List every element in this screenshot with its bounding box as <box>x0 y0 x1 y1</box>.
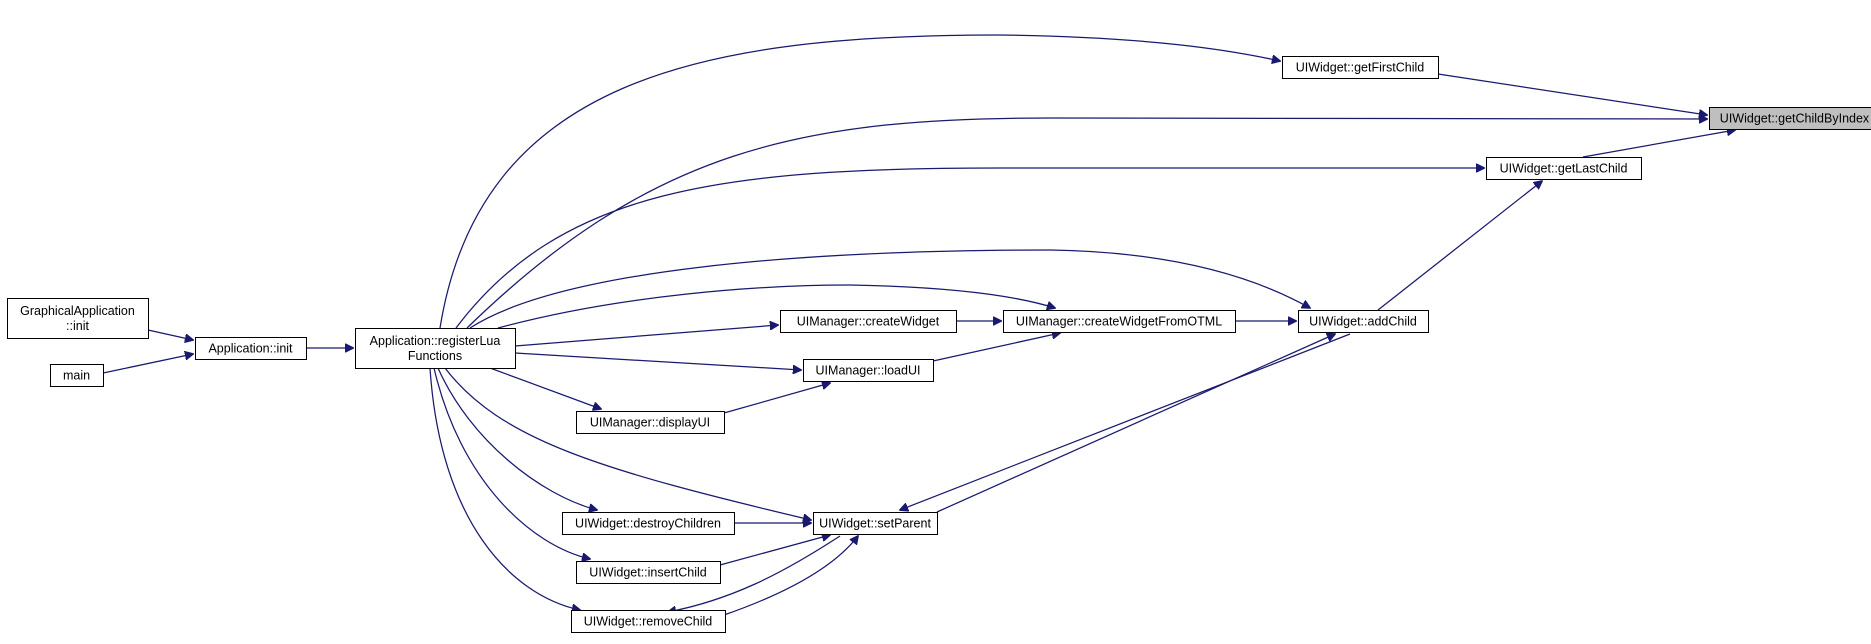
node-getFirstChild[interactable]: UIWidget::getFirstChild <box>1282 56 1439 79</box>
node-label: GraphicalApplication <box>20 304 135 318</box>
edge-loadUI-to-createWidgetFromOTML <box>932 333 1060 362</box>
node-box <box>1298 310 1429 333</box>
node-label: UIWidget::getLastChild <box>1500 162 1628 176</box>
node-getLastChild[interactable]: UIWidget::getLastChild <box>1486 157 1642 180</box>
node-gfxInit[interactable]: GraphicalApplication::init <box>7 298 149 339</box>
node-box <box>50 364 104 387</box>
node-box <box>780 310 957 333</box>
edge-registerLuaFunctions-to-createWidget <box>514 325 778 347</box>
node-box <box>576 561 721 584</box>
edge-registerLuaFunctions-to-setParent <box>444 367 811 520</box>
edges-layer <box>102 34 1735 616</box>
node-box <box>576 411 725 434</box>
node-label: ::init <box>66 319 89 333</box>
node-loadUI[interactable]: UIManager::loadUI <box>803 359 934 382</box>
node-box <box>803 359 934 382</box>
edge-registerLuaFunctions-to-getChildByIndex <box>466 118 1707 329</box>
edge-registerLuaFunctions-to-getFirstChild <box>439 34 1280 329</box>
edge-setParent-to-removeChild <box>668 535 841 612</box>
node-label: UIWidget::getFirstChild <box>1296 61 1425 75</box>
node-destroyChildren[interactable]: UIWidget::destroyChildren <box>562 512 735 535</box>
node-removeChild[interactable]: UIWidget::removeChild <box>571 610 726 633</box>
edge-registerLuaFunctions-to-getLastChild <box>455 168 1484 329</box>
edge-registerLuaFunctions-to-displayUI <box>489 367 601 409</box>
node-box <box>813 512 938 535</box>
node-label: UIManager::createWidgetFromOTML <box>1016 315 1222 329</box>
node-getChildByIndex[interactable]: UIWidget::getChildByIndex <box>1709 107 1871 130</box>
node-addChild[interactable]: UIWidget::addChild <box>1298 310 1429 333</box>
node-label: UIWidget::insertChild <box>589 566 706 580</box>
node-box <box>7 298 149 339</box>
node-label: UIWidget::removeChild <box>584 615 713 629</box>
edge-registerLuaFunctions-to-removeChild <box>429 367 580 610</box>
edge-setParent-to-addChild <box>936 334 1335 513</box>
edge-registerLuaFunctions-to-loadUI <box>514 352 801 370</box>
node-box <box>195 337 307 360</box>
node-label: Application::init <box>208 342 293 356</box>
edge-registerLuaFunctions-to-insertChild <box>433 367 590 559</box>
node-main[interactable]: main <box>50 364 104 387</box>
edge-registerLuaFunctions-to-createWidgetFromOTML <box>497 284 1055 329</box>
node-label: UIWidget::getChildByIndex <box>1720 112 1870 126</box>
node-label: Functions <box>408 349 462 363</box>
edge-removeChild-to-setParent <box>723 536 858 616</box>
edge-registerLuaFunctions-to-destroyChildren <box>437 367 597 510</box>
node-box <box>1003 310 1236 333</box>
edge-addChild-to-setParent <box>900 333 1351 510</box>
edge-displayUI-to-loadUI <box>723 383 830 414</box>
node-appInit[interactable]: Application::init <box>195 337 307 360</box>
node-label: UIWidget::setParent <box>819 517 931 531</box>
node-createWidget[interactable]: UIManager::createWidget <box>780 310 957 333</box>
edge-registerLuaFunctions-to-addChild <box>469 249 1310 329</box>
edge-getLastChild-to-getChildByIndex <box>1582 130 1735 158</box>
node-label: UIWidget::destroyChildren <box>575 517 721 531</box>
edge-getFirstChild-to-getChildByIndex <box>1437 73 1707 115</box>
edge-insertChild-to-setParent <box>719 535 830 566</box>
node-box <box>355 328 516 369</box>
edge-addChild-to-getLastChild <box>1377 181 1542 311</box>
node-label: UIManager::loadUI <box>816 364 921 378</box>
node-displayUI[interactable]: UIManager::displayUI <box>576 411 725 434</box>
node-box <box>1709 107 1871 130</box>
node-setParent[interactable]: UIWidget::setParent <box>813 512 938 535</box>
node-box <box>571 610 726 633</box>
node-box <box>1282 56 1439 79</box>
edge-main-to-appInit <box>102 354 193 374</box>
nodes-layer: UIWidget::getChildByIndex UIWidget::getFi… <box>7 56 1871 633</box>
edge-gfxInit-to-appInit <box>147 329 193 340</box>
node-label: UIWidget::addChild <box>1309 315 1417 329</box>
node-label: UIManager::createWidget <box>797 315 940 329</box>
node-box <box>562 512 735 535</box>
node-label: UIManager::displayUI <box>590 416 710 430</box>
node-createWidgetFromOTML[interactable]: UIManager::createWidgetFromOTML <box>1003 310 1236 333</box>
node-insertChild[interactable]: UIWidget::insertChild <box>576 561 721 584</box>
node-label: main <box>63 369 90 383</box>
node-label: Application::registerLua <box>370 334 501 348</box>
node-box <box>1486 157 1642 180</box>
